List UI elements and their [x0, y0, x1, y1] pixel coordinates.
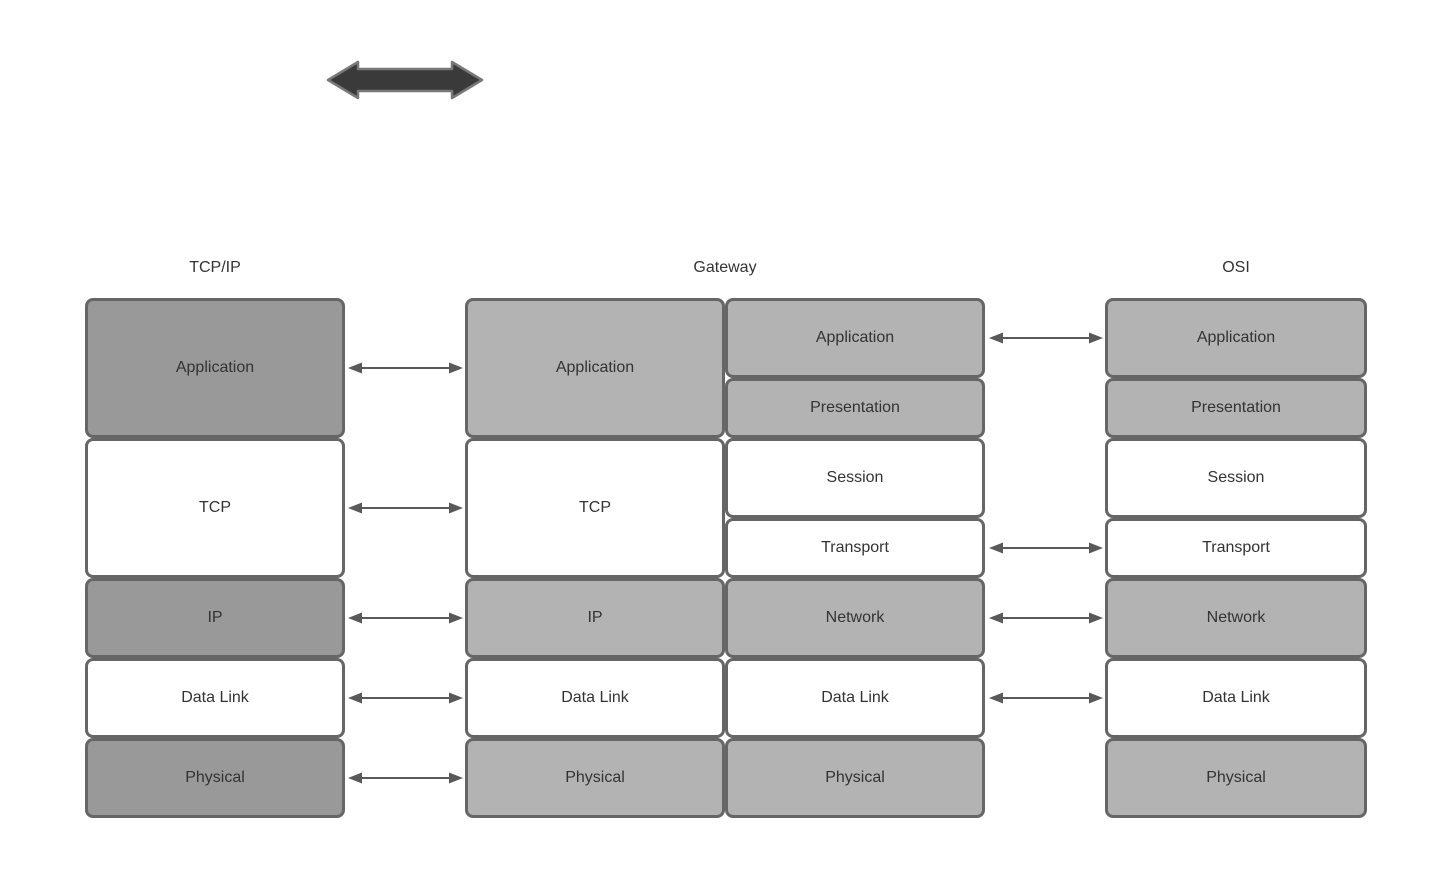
layer-application: Application [85, 298, 345, 438]
bidirectional-arrow-icon [348, 502, 463, 514]
tcpip-stack: Application TCP IP Data Link Physical [85, 298, 345, 818]
layer-physical: Physical [725, 738, 985, 818]
layer-network: Network [1105, 578, 1367, 658]
bidirectional-arrow-icon [989, 692, 1103, 704]
osi-stack: Application Presentation Session Transpo… [1105, 298, 1367, 818]
gateway-left-stack: Application TCP IP Data Link Physical [465, 298, 725, 818]
layer-data-link: Data Link [85, 658, 345, 738]
layer-application: Application [1105, 298, 1367, 378]
column-title-gateway: Gateway [693, 259, 757, 276]
thick-double-arrow-icon [326, 60, 484, 100]
bidirectional-arrow-icon [989, 542, 1103, 554]
layer-transport: Transport [1105, 518, 1367, 578]
layer-ip: IP [85, 578, 345, 658]
bidirectional-arrow-icon [989, 332, 1103, 344]
layer-ip: IP [465, 578, 725, 658]
layer-physical: Physical [1105, 738, 1367, 818]
layer-application: Application [465, 298, 725, 438]
layer-presentation: Presentation [1105, 378, 1367, 438]
bidirectional-arrow-icon [989, 612, 1103, 624]
column-title-tcpip: TCP/IP [189, 259, 241, 276]
layer-data-link: Data Link [725, 658, 985, 738]
layer-tcp: TCP [465, 438, 725, 578]
layer-session: Session [1105, 438, 1367, 518]
gateway-right-stack: Application Presentation Session Transpo… [725, 298, 985, 818]
bidirectional-arrow-icon [348, 692, 463, 704]
layer-network: Network [725, 578, 985, 658]
column-title-osi: OSI [1222, 259, 1250, 276]
layer-data-link: Data Link [465, 658, 725, 738]
layer-physical: Physical [85, 738, 345, 818]
layer-presentation: Presentation [725, 378, 985, 438]
bidirectional-arrow-icon [348, 362, 463, 374]
layer-data-link: Data Link [1105, 658, 1367, 738]
layer-tcp: TCP [85, 438, 345, 578]
layer-transport: Transport [725, 518, 985, 578]
layer-session: Session [725, 438, 985, 518]
bidirectional-arrow-icon [348, 612, 463, 624]
bidirectional-arrow-icon [348, 772, 463, 784]
layer-application: Application [725, 298, 985, 378]
layer-physical: Physical [465, 738, 725, 818]
